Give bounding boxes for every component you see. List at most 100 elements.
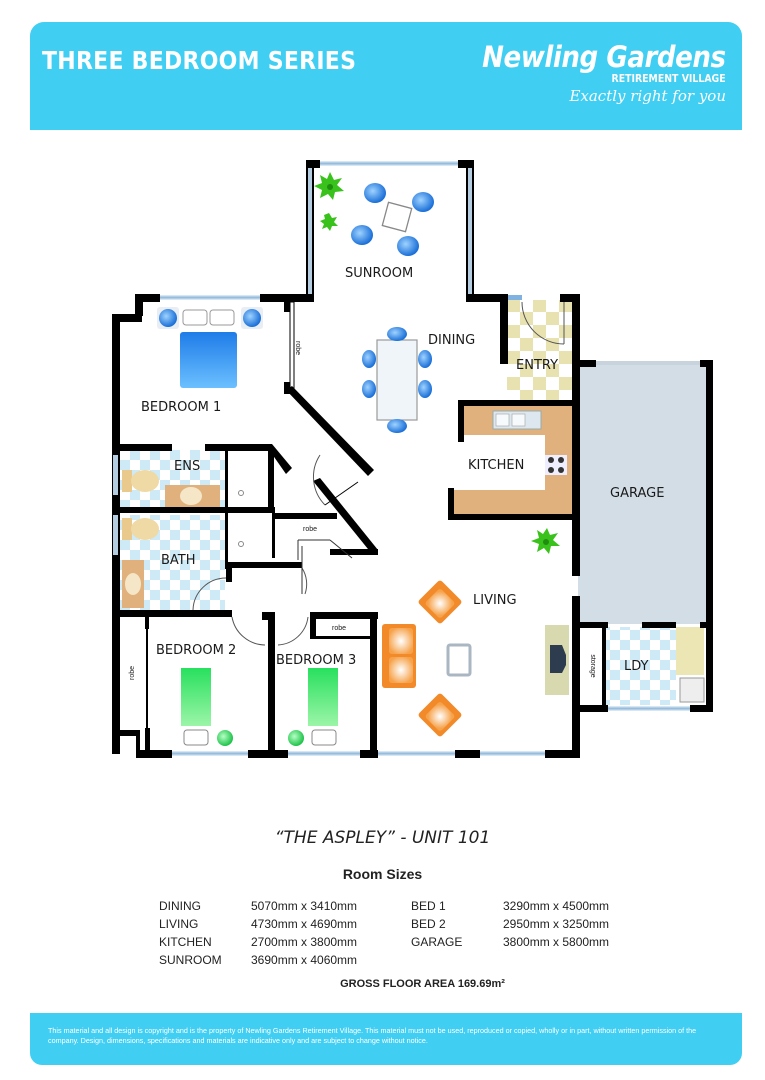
cooktop-icon	[545, 455, 567, 475]
window	[508, 295, 522, 300]
table-row: KITCHEN 2700mm x 3800mm GARAGE 3800mm x …	[159, 935, 643, 953]
room-name: LIVING	[159, 917, 199, 931]
sunroom-furniture	[314, 172, 434, 256]
bath-door-icon	[192, 577, 227, 611]
room-size: 3690mm x 4060mm	[251, 953, 358, 967]
ldy-floor	[606, 627, 676, 705]
label-kitchen: KITCHEN	[468, 458, 524, 473]
label-bath: BATH	[161, 553, 196, 568]
chair-icon	[364, 183, 386, 203]
label-entry: ENTRY	[516, 358, 558, 373]
ldy-bench	[676, 627, 704, 675]
entry-door-icon	[521, 301, 565, 345]
label-sunroom: SUNROOM	[345, 266, 413, 281]
bedroom1-furniture	[157, 307, 263, 388]
windows	[113, 161, 700, 756]
copyright-disclaimer: This material and all design is copyrigh…	[48, 1026, 697, 1045]
room-size: 2950mm x 3250mm	[503, 917, 610, 931]
room-name: SUNROOM	[159, 953, 222, 967]
chair-icon	[418, 350, 432, 368]
room-size: 2700mm x 3800mm	[251, 935, 358, 949]
header-banner: THREE BEDROOM SERIES Newling Gardens RET…	[30, 22, 742, 130]
gross-floor-area: GROSS FLOOR AREA 169.69m²	[340, 978, 505, 990]
shower-drain-icon	[238, 541, 244, 547]
brand-logo: Newling Gardens RETIREMENT VILLAGE Exact…	[455, 42, 726, 106]
bedroom23-furniture	[181, 668, 338, 746]
window	[480, 751, 545, 756]
brand-subtitle: RETIREMENT VILLAGE	[611, 72, 726, 85]
entry-floor	[507, 300, 572, 400]
chair-icon	[362, 380, 376, 398]
pillow-icon	[182, 309, 208, 326]
chair-icon	[412, 192, 434, 212]
footer-banner: This material and all design is copyrigh…	[30, 1013, 742, 1065]
window	[608, 706, 690, 711]
sofa-icon	[382, 624, 416, 688]
chair-icon	[351, 225, 373, 245]
lamp-icon	[217, 730, 233, 746]
vanity-icon	[165, 485, 220, 507]
dining-furniture	[362, 327, 432, 433]
brand-name: Newling Gardens	[482, 40, 726, 74]
label-dining: DINING	[428, 333, 475, 348]
label-robe: robe	[332, 625, 346, 632]
label-living: LIVING	[473, 593, 517, 608]
toilet-icon	[122, 518, 159, 540]
floor-plan: SUNROOM DINING ENTRY BEDROOM 1 KITCHEN G…	[112, 160, 713, 758]
plant-icon	[531, 528, 560, 554]
label-garage: GARAGE	[610, 486, 664, 501]
armchair-icon	[418, 693, 462, 737]
vanity-icon	[122, 560, 144, 608]
label-robe: robe	[294, 341, 301, 355]
label-robe: robe	[303, 526, 317, 533]
brand-tagline: Exactly right for you	[569, 87, 726, 105]
coffee-table	[446, 643, 472, 677]
bed-icon	[308, 668, 338, 726]
table-row: DINING 5070mm x 3410mm BED 1 3290mm x 45…	[159, 899, 643, 917]
bedroom-door-icon	[301, 567, 308, 595]
window	[113, 455, 118, 495]
window	[113, 515, 118, 555]
room-sizes-table: DINING 5070mm x 3410mm BED 1 3290mm x 45…	[159, 899, 643, 971]
series-title: THREE BEDROOM SERIES	[42, 46, 357, 75]
bed-icon	[180, 332, 237, 388]
window	[468, 168, 472, 294]
table-row: LIVING 4730mm x 4690mm BED 2 2950mm x 32…	[159, 917, 643, 935]
shower-drain-icon	[238, 490, 244, 496]
window	[160, 295, 260, 300]
room-name: GARAGE	[411, 935, 463, 949]
room-name: BED 1	[411, 899, 446, 913]
room-labels: SUNROOM DINING ENTRY BEDROOM 1 KITCHEN G…	[129, 266, 664, 680]
living-furniture	[382, 528, 569, 737]
toilet-icon	[122, 470, 159, 492]
room-size: 3800mm x 5800mm	[503, 935, 610, 949]
chair-icon	[418, 380, 432, 398]
room-size	[503, 953, 643, 971]
room-name: BED 2	[411, 917, 446, 931]
room-name: KITCHEN	[159, 935, 212, 949]
room-size: 3290mm x 4500mm	[503, 899, 610, 913]
bed2-door-icon	[231, 616, 266, 646]
dining-table	[376, 339, 418, 421]
window	[378, 751, 455, 756]
lamp-icon	[159, 309, 177, 327]
window	[172, 751, 248, 756]
plant-icon	[314, 172, 344, 200]
chair-icon	[387, 327, 407, 341]
bed-icon	[181, 668, 211, 726]
pillow-icon	[311, 729, 337, 746]
window	[308, 168, 312, 294]
armchair-icon	[418, 580, 462, 624]
label-storage: storage	[589, 654, 596, 677]
label-ldy: LDY	[624, 659, 649, 674]
table-row: SUNROOM 3690mm x 4060mm	[159, 953, 643, 971]
garage-floor	[578, 362, 708, 624]
plant-icon	[320, 213, 338, 231]
label-bedroom3: BEDROOM 3	[276, 653, 356, 668]
pillow-icon	[183, 729, 209, 746]
room-name	[411, 953, 503, 971]
pillow-icon	[209, 309, 235, 326]
wet-room-fixtures	[122, 470, 244, 608]
chair-icon	[397, 236, 419, 256]
garage-door	[596, 361, 700, 365]
